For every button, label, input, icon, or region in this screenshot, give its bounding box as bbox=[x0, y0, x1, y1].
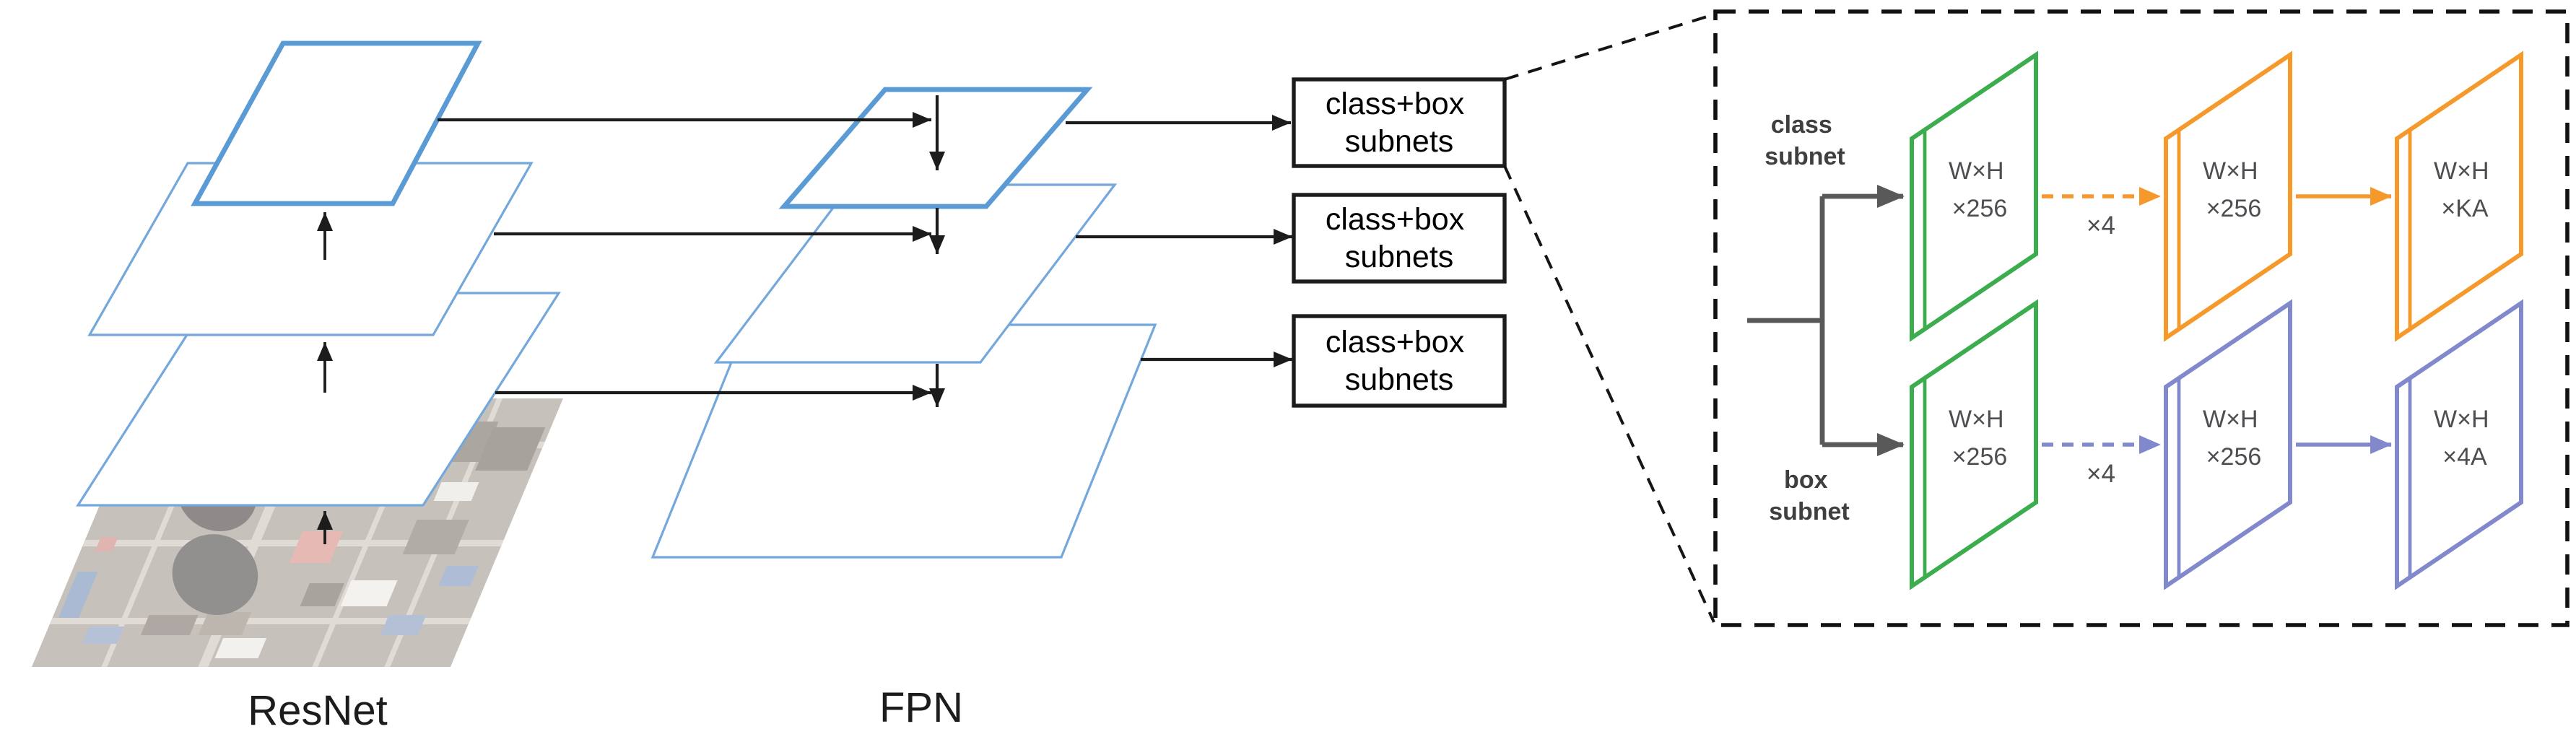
white-roof bbox=[433, 482, 479, 501]
class-subnet-line2: subnet bbox=[1765, 143, 1845, 170]
subnet-box-2-line1: class+box bbox=[1326, 202, 1465, 237]
subnet-box-3-line2: subnets bbox=[1345, 362, 1454, 397]
subnet-box-2-line2: subnets bbox=[1345, 240, 1454, 274]
class-plate-2-label: W×H ×256 bbox=[2203, 157, 2265, 222]
subnet-box-3 bbox=[1292, 314, 1507, 408]
class-plate-1-line2: ×256 bbox=[1952, 195, 2008, 222]
building-block bbox=[300, 583, 344, 606]
fpn-layer-2 bbox=[713, 183, 1118, 364]
fpn-label: FPN bbox=[879, 684, 963, 731]
box-plate-1-line2: ×256 bbox=[1952, 443, 2008, 471]
subnet-box-1-label: class+box subnets bbox=[1326, 87, 1473, 159]
class-plate-1-line1: W×H bbox=[1949, 157, 2004, 185]
resnet-pyramid bbox=[76, 40, 561, 544]
box-output-line1: W×H bbox=[2434, 406, 2489, 433]
building-block bbox=[140, 615, 199, 635]
box-plate-2-line1: W×H bbox=[2203, 406, 2258, 433]
box-plate-2-line2: ×256 bbox=[2206, 443, 2262, 471]
box-conv-plate-2 bbox=[2164, 299, 2292, 590]
class-output-plate bbox=[2395, 51, 2523, 342]
blue-roof bbox=[438, 566, 479, 586]
box-subnet-label: box subnet bbox=[1769, 466, 1849, 525]
resnet-layer-1 bbox=[191, 40, 482, 206]
subnet-box-1-line2: subnets bbox=[1345, 124, 1454, 159]
class-output-plate-label: W×H ×KA bbox=[2434, 157, 2496, 222]
subnet-box-1 bbox=[1292, 77, 1507, 168]
box-plate-2-label: W×H ×256 bbox=[2203, 406, 2265, 471]
connections bbox=[438, 95, 1292, 407]
box-conv-plate-1 bbox=[1910, 299, 2038, 590]
red-roof bbox=[289, 531, 344, 563]
subnet-box-3-label: class+box subnets bbox=[1326, 325, 1473, 397]
class-subnet-line1: class bbox=[1771, 111, 1832, 139]
building-block bbox=[198, 612, 252, 635]
class-conv-plate-2 bbox=[2164, 51, 2292, 342]
subnet-detail-panel: class subnet box subnet W×H ×256 W×H ×25… bbox=[1713, 9, 2570, 627]
blue-roof bbox=[380, 615, 427, 635]
blue-roof bbox=[58, 572, 98, 618]
class-subnet-label: class subnet bbox=[1765, 111, 1845, 170]
subnet-box-2 bbox=[1292, 193, 1507, 284]
detail-panel-border bbox=[1713, 9, 2570, 627]
class-plate-2-line2: ×256 bbox=[2206, 195, 2262, 222]
white-roof bbox=[214, 638, 267, 658]
white-roof bbox=[340, 580, 398, 606]
box-output-plate-label: W×H ×4A bbox=[2434, 406, 2496, 471]
blue-roof bbox=[82, 627, 124, 644]
cooling-tower bbox=[172, 534, 258, 615]
class-conv-plate-1 bbox=[1910, 51, 2038, 342]
subnet-box-3-line1: class+box bbox=[1326, 325, 1465, 359]
class-plate-2-line1: W×H bbox=[2203, 157, 2258, 185]
box-output-plate bbox=[2395, 299, 2523, 590]
fpn-pyramid bbox=[650, 87, 1157, 559]
class-repeat-label: ×4 bbox=[2087, 211, 2115, 240]
box-output-line2: ×4A bbox=[2442, 443, 2487, 471]
red-roof bbox=[95, 537, 118, 551]
zoom-line-top bbox=[1504, 13, 1715, 81]
box-subnet-line2: subnet bbox=[1769, 498, 1849, 525]
building-block bbox=[402, 520, 469, 554]
box-repeat-label: ×4 bbox=[2087, 460, 2115, 488]
subnet-box-2-label: class+box subnets bbox=[1326, 202, 1473, 274]
fpn-layer-3 bbox=[650, 323, 1157, 559]
subnet-box-1-line1: class+box bbox=[1326, 87, 1465, 121]
box-plate-1-label: W×H ×256 bbox=[1949, 406, 2011, 471]
building-block bbox=[475, 427, 546, 471]
subnet-boxes: class+box subnets class+box subnets clas… bbox=[1292, 77, 1507, 408]
box-plate-1-line1: W×H bbox=[1949, 406, 2004, 433]
backbone-label: ResNet bbox=[248, 687, 387, 734]
box-subnet-line1: box bbox=[1784, 466, 1828, 494]
class-output-line1: W×H bbox=[2434, 157, 2489, 185]
zoom-line-bottom bbox=[1503, 165, 1715, 623]
class-output-line2: ×KA bbox=[2441, 195, 2489, 222]
class-plate-1-label: W×H ×256 bbox=[1949, 157, 2011, 222]
